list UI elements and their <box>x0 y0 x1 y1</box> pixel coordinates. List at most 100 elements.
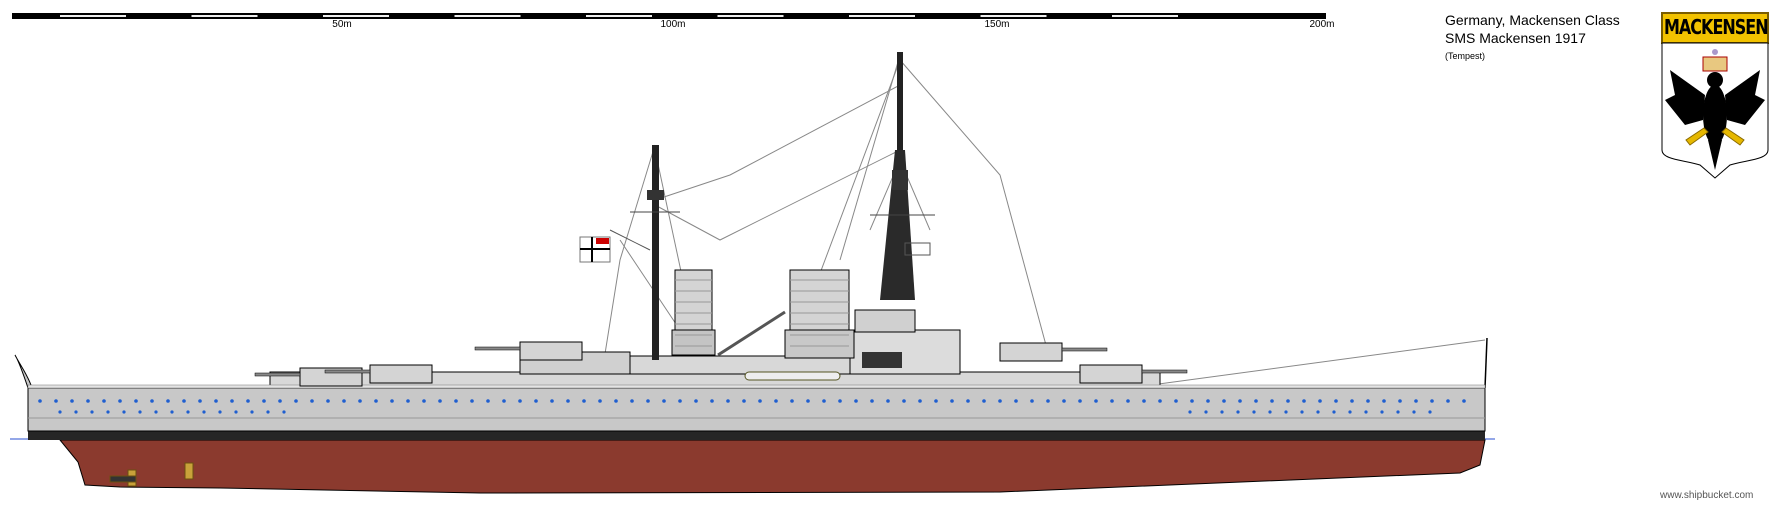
porthole <box>234 410 238 414</box>
porthole <box>214 399 218 403</box>
hull-underwater <box>58 439 1486 494</box>
midships-superstructure <box>629 355 851 375</box>
porthole <box>1204 410 1208 414</box>
title-ship: SMS Mackensen 1917 <box>1445 30 1586 46</box>
porthole <box>218 410 222 414</box>
scale-label-200m: 200m <box>1309 19 1335 30</box>
fore-mast <box>870 52 935 300</box>
gun-barrel <box>254 372 301 377</box>
porthole <box>838 399 842 403</box>
hull-upper <box>27 387 1486 432</box>
porthole <box>918 399 922 403</box>
porthole <box>90 410 94 414</box>
porthole <box>74 410 78 414</box>
porthole <box>1284 410 1288 414</box>
porthole <box>1110 399 1114 403</box>
porthole <box>1238 399 1242 403</box>
porthole <box>710 399 714 403</box>
porthole <box>1446 399 1450 403</box>
porthole <box>614 399 618 403</box>
porthole <box>1382 399 1386 403</box>
porthole <box>1300 410 1304 414</box>
porthole <box>1302 399 1306 403</box>
porthole <box>1126 399 1130 403</box>
footer-site-link[interactable]: www.shipbucket.com <box>1660 490 1754 501</box>
porthole <box>1380 410 1384 414</box>
forecastle-rail <box>27 384 1486 389</box>
porthole <box>566 399 570 403</box>
turret-house <box>369 364 433 384</box>
porthole <box>518 399 522 403</box>
scale-label-100m: 100m <box>660 19 686 30</box>
porthole <box>70 399 74 403</box>
propellers <box>109 462 194 487</box>
conning-tower <box>854 309 916 333</box>
porthole <box>1412 410 1416 414</box>
war-ensign-flag <box>579 229 651 263</box>
porthole <box>550 399 554 403</box>
porthole <box>1142 399 1146 403</box>
porthole <box>266 410 270 414</box>
eagle-icon <box>1665 70 1765 170</box>
porthole <box>326 399 330 403</box>
porthole <box>1252 410 1256 414</box>
porthole <box>150 399 154 403</box>
porthole <box>1078 399 1082 403</box>
scale-segment <box>454 15 521 17</box>
scale-segment <box>586 15 652 17</box>
porthole <box>262 399 266 403</box>
porthole <box>58 410 62 414</box>
porthole <box>694 399 698 403</box>
porthole <box>646 399 650 403</box>
gun-turret <box>1079 364 1188 384</box>
porthole <box>390 399 394 403</box>
porthole <box>1414 399 1418 403</box>
emblem <box>1661 12 1769 179</box>
gun-barrel <box>324 369 371 374</box>
porthole <box>102 399 106 403</box>
porthole <box>1268 410 1272 414</box>
porthole <box>198 399 202 403</box>
porthole <box>282 410 286 414</box>
porthole <box>1332 410 1336 414</box>
porthole <box>982 399 986 403</box>
porthole <box>774 399 778 403</box>
title-class: Germany, Mackensen Class <box>1445 12 1620 28</box>
porthole <box>598 399 602 403</box>
porthole <box>186 410 190 414</box>
porthole <box>662 399 666 403</box>
porthole <box>54 399 58 403</box>
porthole <box>1348 410 1352 414</box>
porthole <box>170 410 174 414</box>
scale-bar <box>12 13 1326 19</box>
gun-turret <box>474 341 583 361</box>
porthole <box>122 410 126 414</box>
porthole <box>374 399 378 403</box>
porthole <box>250 410 254 414</box>
porthole <box>1428 410 1432 414</box>
porthole <box>106 410 110 414</box>
porthole <box>854 399 858 403</box>
porthole <box>202 410 206 414</box>
porthole <box>1094 399 1098 403</box>
porthole <box>502 399 506 403</box>
porthole <box>1220 410 1224 414</box>
title-author: (Tempest) <box>1445 51 1486 61</box>
turret-house <box>519 341 583 361</box>
porthole <box>1398 399 1402 403</box>
porthole <box>1318 399 1322 403</box>
porthole <box>950 399 954 403</box>
porthole <box>294 399 298 403</box>
stern-curl <box>14 354 33 389</box>
scale-segment <box>849 15 915 17</box>
scale-segment <box>323 15 389 17</box>
gun-barrel <box>1141 369 1188 374</box>
porthole <box>86 399 90 403</box>
porthole <box>1222 399 1226 403</box>
porthole <box>134 399 138 403</box>
porthole <box>246 399 250 403</box>
boot-topping <box>28 431 1485 440</box>
porthole <box>870 399 874 403</box>
porthole <box>1364 410 1368 414</box>
porthole <box>1430 399 1434 403</box>
